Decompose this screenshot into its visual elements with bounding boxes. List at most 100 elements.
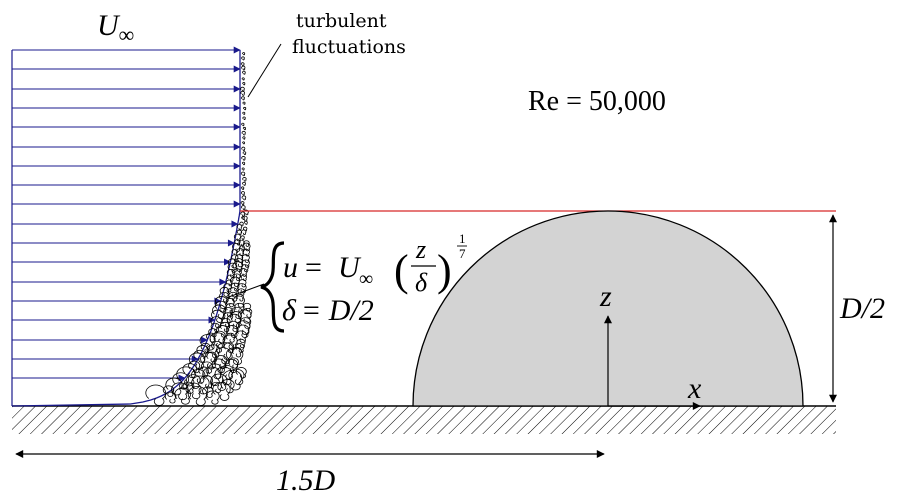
eddy (240, 62, 245, 67)
eddy (241, 259, 250, 268)
velocity-profile-curve (11, 50, 241, 407)
equation-brace (260, 241, 285, 333)
eddy (240, 86, 245, 92)
eddy (242, 141, 245, 145)
eddy (233, 295, 245, 308)
eddy (237, 309, 252, 324)
eddy (233, 273, 241, 281)
eddy (206, 344, 221, 359)
eddy (219, 292, 230, 303)
eddy (145, 384, 166, 406)
eddy (231, 347, 242, 358)
eddy (210, 373, 228, 391)
eddy (202, 386, 214, 398)
eddy (223, 312, 234, 323)
eddy (240, 235, 245, 240)
eddy (241, 131, 246, 136)
eddy (191, 369, 206, 384)
eddy (241, 229, 247, 236)
eddy (210, 322, 220, 332)
eddy (243, 107, 247, 111)
eddy (242, 111, 246, 115)
eddy (228, 357, 239, 369)
velocity-profile-arrows (12, 46, 241, 382)
eddy (227, 287, 238, 298)
eddy (210, 316, 223, 329)
eddy (214, 300, 227, 313)
eddy (242, 242, 251, 252)
eddy (216, 325, 229, 338)
eq-delta: δ (282, 294, 297, 327)
eddy (239, 317, 252, 329)
x-axis-label: x (687, 372, 702, 405)
eddy (240, 186, 245, 190)
eddy (214, 366, 233, 386)
eddy (226, 268, 236, 278)
eddy (242, 181, 246, 186)
eq-exponent-num: 1 (459, 231, 466, 246)
eq-frac-num: z (415, 235, 426, 264)
eddy (228, 368, 245, 386)
eddy (216, 342, 234, 361)
eddy (236, 224, 243, 231)
eddy (200, 352, 217, 370)
eddy (242, 116, 246, 120)
eddy (191, 375, 210, 395)
turbulence-label-line2: fluctuations (292, 36, 406, 58)
eddy (236, 294, 244, 302)
eq-delta-rhs: = D/2 (301, 294, 374, 327)
eddy (212, 304, 227, 320)
velocity-equation: u = U ∞ ( z δ ) 1 7 (283, 231, 467, 297)
eq-equals: = (305, 251, 322, 284)
eq-right-paren: ) (437, 246, 452, 295)
eddy (241, 254, 250, 263)
ground-hatching (12, 406, 836, 434)
eddy (164, 391, 177, 404)
eddy (171, 382, 189, 401)
eq-u: u (283, 251, 298, 284)
eddy (182, 381, 195, 394)
eddy (219, 286, 230, 297)
eddy (236, 338, 246, 349)
eddy (202, 366, 222, 386)
turbulence-leader-line (247, 43, 282, 98)
eddy (241, 56, 245, 61)
turbulence-label-line1: turbulent (296, 10, 387, 32)
hemisphere-dome (412, 210, 804, 407)
eddy (242, 151, 247, 155)
eddy (239, 268, 248, 277)
eddy (209, 332, 226, 349)
equation-leader-line (225, 283, 265, 299)
eddy (172, 372, 190, 390)
eddy (212, 382, 231, 401)
eddy (242, 101, 246, 105)
eddy (238, 279, 247, 288)
eddy (241, 156, 246, 161)
eddy (241, 146, 246, 151)
eddy (241, 96, 245, 101)
eddy (223, 283, 232, 293)
delta-equation: δ = D/2 (282, 294, 374, 327)
eddy (240, 211, 246, 217)
eddy (225, 347, 244, 366)
eq-U: U (338, 251, 362, 284)
eq-frac-den: δ (415, 268, 428, 297)
eddy (185, 382, 202, 400)
eddy (240, 90, 245, 96)
eddy (225, 332, 236, 343)
eddy (242, 248, 250, 257)
eddy (242, 127, 247, 131)
eddy (237, 288, 245, 296)
eddy (201, 361, 213, 374)
eddy (241, 205, 246, 211)
eddy (236, 320, 251, 335)
eddy (241, 65, 246, 71)
eddy (239, 245, 246, 252)
eddy (235, 343, 245, 353)
eddy (182, 363, 197, 378)
eddy (225, 298, 235, 308)
z-axis-label: z (599, 280, 612, 313)
eddy (240, 191, 245, 196)
eddy (232, 261, 243, 272)
